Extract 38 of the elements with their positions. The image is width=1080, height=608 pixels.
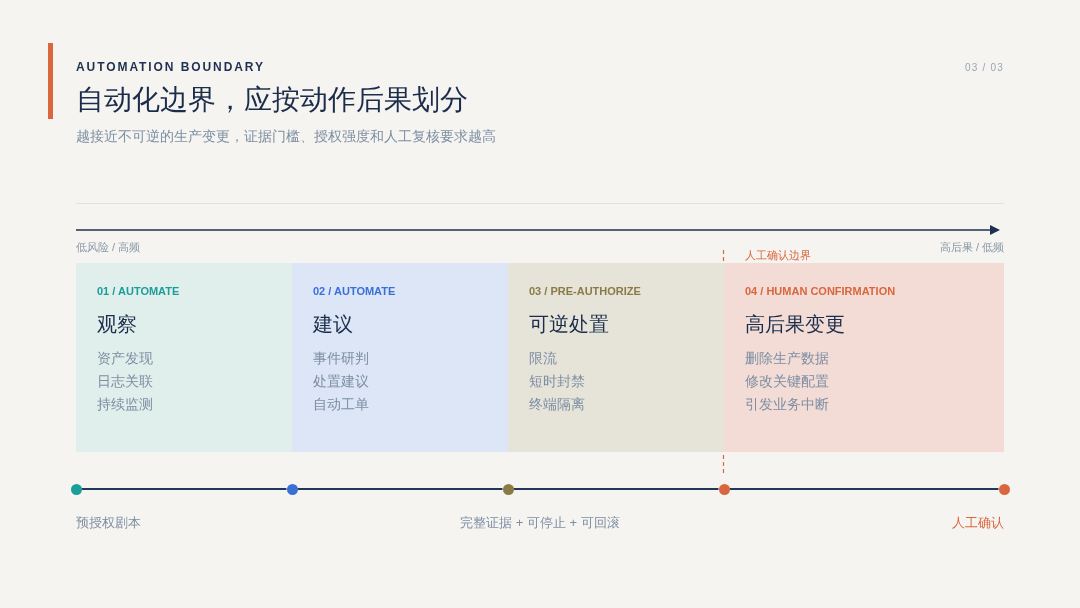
stage-item: 事件研判 — [313, 349, 369, 368]
stage-tag: 04 / HUMAN CONFIRMATION — [745, 284, 896, 298]
stage-panel — [292, 263, 508, 452]
axis-label: 高后果 / 低频 — [939, 240, 1004, 255]
timeline-line — [296, 488, 504, 490]
timeline-line — [80, 488, 288, 490]
milestone-label: 预授权剧本 — [76, 514, 141, 532]
milestone-label: 人工确认 — [952, 514, 1004, 532]
eyebrow-text: AUTOMATION BOUNDARY — [76, 59, 265, 76]
timeline-note: 完整证据 + 可停止 + 可回滚 — [460, 514, 620, 532]
timeline-line — [512, 488, 720, 490]
stage-item: 日志关联 — [97, 372, 153, 391]
stage-item: 修改关键配置 — [745, 372, 829, 391]
axis-label: 低风险 / 高频 — [76, 240, 141, 255]
stage-heading: 可逆处置 — [529, 312, 609, 337]
stage-item: 自动工单 — [313, 395, 369, 414]
stage-heading: 建议 — [313, 312, 353, 337]
stage-item: 资产发现 — [97, 349, 153, 368]
stage-panel — [724, 263, 1004, 452]
stage-tag: 02 / AUTOMATE — [313, 284, 396, 298]
stage-item: 终端隔离 — [529, 395, 585, 414]
stage-item: 短时封禁 — [529, 372, 585, 391]
stage-panel — [508, 263, 724, 452]
stage-tag: 01 / AUTOMATE — [97, 284, 180, 298]
stage-panel — [76, 263, 292, 452]
stage-item: 限流 — [529, 349, 557, 368]
stage-item: 持续监测 — [97, 395, 153, 414]
timeline-line — [728, 488, 1000, 490]
boundary-label: 人工确认边界 — [745, 248, 811, 263]
stage-item: 引发业务中断 — [745, 395, 829, 414]
stage-heading: 高后果变更 — [745, 312, 845, 337]
stage-tag: 03 / PRE-AUTHORIZE — [529, 284, 641, 298]
stage-heading: 观察 — [97, 312, 137, 337]
stage-item: 删除生产数据 — [745, 349, 829, 368]
subtitle: 越接近不可逆的生产变更，证据门槛、授权强度和人工复核要求越高 — [76, 127, 496, 146]
stage-item: 处置建议 — [313, 372, 369, 391]
page-number: 03 / 03 — [965, 61, 1004, 75]
slide-title: 自动化边界，应按动作后果划分 — [76, 83, 468, 117]
